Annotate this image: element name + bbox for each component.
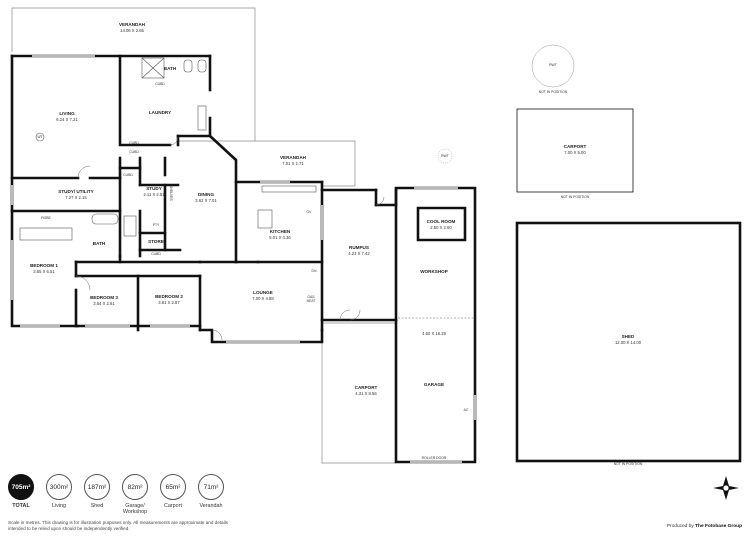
stat-shed: 187m² Shed <box>80 474 114 509</box>
stat-garage-label: Garage/ Workshop <box>122 503 148 515</box>
laundry-name: LAUNDRY <box>149 110 171 115</box>
verandah-mid-name: VERANDAH <box>280 155 307 160</box>
stat-verandah-label: Verandah <box>199 503 223 509</box>
stat-living: 300m² Living <box>42 474 76 509</box>
workshop-name: WORKSHOP <box>420 269 448 274</box>
not-in-position-2: NOT IN POSITION <box>561 195 590 199</box>
verandah-top-dim: 14.06 X 2.65 <box>120 28 144 33</box>
tanks <box>437 44 575 164</box>
stat-total-label: TOTAL <box>12 503 30 509</box>
north-compass-icon <box>713 476 739 500</box>
ov-label: OV <box>307 210 313 214</box>
bedroom3-name: BEDROOM 3 <box>90 295 118 300</box>
stat-shed-value: 187m² <box>84 474 110 500</box>
carport-front-dim: 4.31 X 8.56 <box>355 391 377 396</box>
carport-front-name: CARPORT <box>355 385 378 390</box>
stat-shed-label: Shed <box>90 503 104 509</box>
stat-verandah-value: 71m² <box>198 474 224 500</box>
bedroom1-name: BEDROOM 1 <box>30 263 58 268</box>
bath-top-name: BATH <box>164 66 177 71</box>
producer-name: The Fotobase Group <box>695 524 742 529</box>
tank-label-2: RWT <box>441 154 449 158</box>
dining-name: DINING <box>198 192 215 197</box>
living-dim: 6.24 X 7.21 <box>56 117 78 122</box>
shed-dim: 12.00 X 14.00 <box>615 340 642 345</box>
pantry-label: PTY <box>153 223 160 227</box>
living-name: LIVING <box>59 111 75 116</box>
bedroom2-name: BEDROOM 2 <box>155 294 183 299</box>
not-in-position-3: NOT IN POSITION <box>614 462 643 466</box>
cool-room-dim: 2.50 X 2.60 <box>430 225 452 230</box>
stat-garage: 82m² Garage/ Workshop <box>118 474 152 515</box>
roller-door-label: ROLLER DOOR <box>422 456 447 460</box>
bath-mid-name: BATH <box>93 241 106 246</box>
shelves-label: SHELVES <box>169 185 173 201</box>
lounge-name: LOUNGE <box>253 290 273 295</box>
study-dim: 2.11 X 2.51 <box>143 192 165 197</box>
cool-room-name: COOL ROOM <box>427 219 456 224</box>
windows <box>11 55 476 463</box>
verandah-mid-dim: 7.01 X 2.71 <box>282 161 304 166</box>
garage-name: GARAGE <box>424 382 444 387</box>
stat-living-value: 300m² <box>46 474 72 500</box>
kitchen-dim: 5.01 X 4.36 <box>269 235 291 240</box>
bedroom2-dim: 3.81 X 2.87 <box>158 300 180 305</box>
lounge-dim: 7.00 X 4.88 <box>252 296 274 301</box>
producer-prefix: Produced by <box>666 524 694 529</box>
disclaimer-text: Scale in metres. This drawing is for ill… <box>8 520 228 531</box>
stat-garage-value: 82m² <box>122 474 148 500</box>
stat-carport: 65m² Carport <box>156 474 190 509</box>
robe-label: ROBE <box>41 216 51 220</box>
wt-label: WT <box>37 135 42 139</box>
dn-label: DN <box>312 269 317 273</box>
rumpus-name: RUMPUS <box>349 245 369 250</box>
store-name: STORE <box>148 239 164 244</box>
cubd-label-3: CUBD <box>129 150 139 154</box>
outbuildings <box>515 108 742 463</box>
bedroom3-dim: 3.64 X 2.81 <box>93 301 115 306</box>
stat-total: 705m² TOTAL <box>4 474 38 509</box>
stat-total-value: 705m² <box>8 474 34 500</box>
workshop-garage-dim: 4.60 X 16.29 <box>422 331 446 336</box>
verandah-top-name: VERANDAH <box>119 22 146 27</box>
dining-dim: 3.62 X 7.01 <box>195 198 217 203</box>
stat-living-label: Living <box>51 503 67 509</box>
ac-label: AC <box>464 408 469 412</box>
door-swings <box>75 136 385 341</box>
stat-verandah: 71m² Verandah <box>194 474 228 509</box>
rumpus-dim: 4.23 X 7.42 <box>348 251 370 256</box>
stat-carport-value: 65m² <box>160 474 186 500</box>
bath-fixtures <box>19 57 317 241</box>
bedroom1-dim: 3.65 X 6.51 <box>33 269 55 274</box>
kitchen-name: KITCHEN <box>270 229 291 234</box>
cubd-label-5: CUBD <box>151 252 161 256</box>
study-utility-dim: 7.27 X 2.15 <box>65 195 87 200</box>
carport-front-outline <box>321 322 396 464</box>
gas-label: GAS <box>307 295 315 299</box>
study-name: STUDY <box>146 186 162 191</box>
shed-name: SHED <box>622 334 635 339</box>
stat-carport-label: Carport <box>164 503 182 509</box>
carport-right-name: CARPORT <box>564 144 587 149</box>
cubd-label-2: CUBD <box>129 141 139 145</box>
not-in-position-1: NOT IN POSITION <box>539 90 568 94</box>
cubd-label-1: CUBD <box>155 82 165 86</box>
main-walls <box>10 54 477 464</box>
carport-right-dim: 7.00 X 5.00 <box>564 150 586 155</box>
producer-credit: Produced by The Fotobase Group <box>667 524 742 529</box>
tank-label-1: RWT <box>549 63 557 67</box>
cubd-label-4: CUBD <box>123 173 133 177</box>
heat-label: HEAT <box>307 299 316 303</box>
study-utility-name: STUDY/ UTILITY <box>58 189 93 194</box>
